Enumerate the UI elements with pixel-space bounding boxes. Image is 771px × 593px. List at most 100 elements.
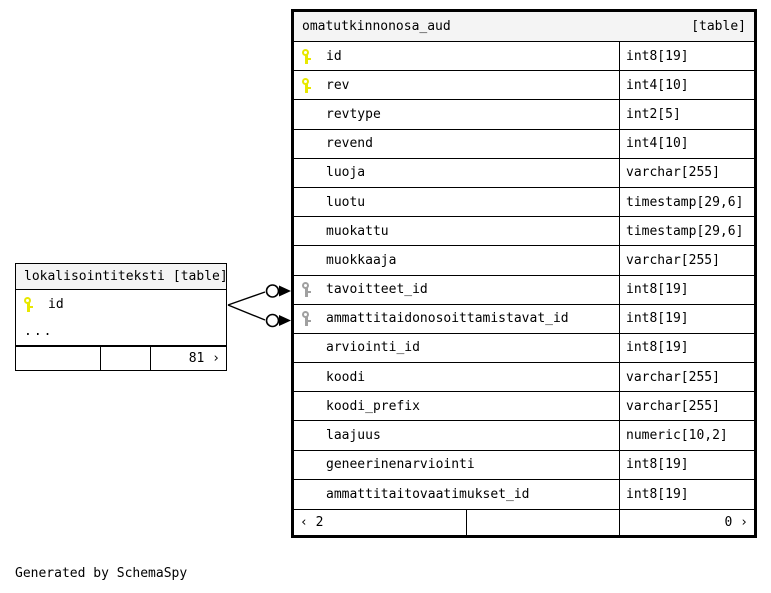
column-name: koodi_prefix (326, 398, 420, 414)
column-name: rev (326, 77, 350, 93)
column-name-cell: luoja (294, 159, 619, 187)
column-type: int8[19] (619, 479, 754, 509)
column-name: luoja (326, 165, 366, 181)
column-name: id (48, 296, 64, 312)
cardinality-circle-ammattitaidonosoittamistavat (265, 313, 280, 328)
column-type: varchar[255] (619, 392, 754, 421)
primary-key-icon (24, 296, 33, 312)
table-card-lokalisointiteksti[interactable]: lokalisointiteksti [table] id ... 81 › (15, 263, 228, 371)
column-name-cell: rev (294, 71, 619, 99)
relationship-edge-ammattitaidonosoittamistavat (227, 304, 266, 321)
column-list: id (16, 290, 226, 318)
column-name: ammattitaidonosoittamistavat_id (326, 311, 569, 327)
column-name-cell: id (16, 290, 226, 318)
column-name-cell: luotu (294, 188, 619, 216)
table-kind-label: [table] (172, 269, 228, 284)
column-name-cell: laajuus (294, 421, 619, 449)
column-name: geneerinenarviointi (326, 457, 475, 473)
column-name-cell: revtype (294, 100, 619, 128)
column-name-cell: koodi (294, 363, 619, 391)
table-kind-label: [table] (691, 19, 746, 34)
table-name: omatutkinnonosa_aud (302, 19, 451, 34)
foreign-key-slot (302, 282, 320, 298)
column-row-ellipsis: ... (16, 318, 226, 346)
column-type: varchar[255] (619, 363, 754, 392)
column-name: laajuus (326, 428, 381, 444)
column-row[interactable]: luoja varchar[255] (294, 158, 754, 188)
column-type: int8[19] (619, 304, 754, 333)
column-name: ammattitaitovaatimukset_id (326, 486, 530, 502)
foreign-key-icon (302, 311, 311, 327)
column-row[interactable]: ammattitaidonosoittamistavat_id int8[19] (294, 304, 754, 334)
column-name: id (326, 48, 342, 64)
column-type: varchar[255] (619, 246, 754, 275)
column-name-cell: arviointi_id (294, 334, 619, 362)
footer-middle-cell (100, 347, 150, 370)
footer-child-count[interactable]: 0 › (619, 510, 754, 535)
column-type: int4[10] (619, 71, 754, 100)
column-name: tavoitteet_id (326, 282, 428, 298)
column-type: int8[19] (619, 450, 754, 479)
column-name-cell: ammattitaidonosoittamistavat_id (294, 305, 619, 333)
foreign-key-icon (302, 282, 311, 298)
column-row[interactable]: revtype int2[5] (294, 100, 754, 130)
column-row[interactable]: geneerinenarviointi int8[19] (294, 450, 754, 480)
column-type: timestamp[29,6] (619, 217, 754, 246)
column-type: numeric[10,2] (619, 421, 754, 450)
table-name: lokalisointiteksti (24, 269, 165, 284)
more-columns-ellipsis: ... (24, 324, 54, 339)
column-name: muokkaaja (326, 252, 397, 268)
column-type: int2[5] (619, 100, 754, 129)
column-name: luotu (326, 194, 366, 210)
column-name-cell: koodi_prefix (294, 392, 619, 420)
column-row[interactable]: id int8[19] (294, 42, 754, 72)
primary-key-icon (302, 77, 311, 93)
column-type: varchar[255] (619, 158, 754, 187)
primary-key-slot (24, 296, 42, 312)
column-type: int8[19] (619, 275, 754, 304)
footer-parent-count[interactable] (16, 347, 100, 370)
table-title-omatutkinnonosa-aud: omatutkinnonosa_aud [table] (294, 12, 754, 42)
column-row[interactable]: rev int4[10] (294, 71, 754, 101)
column-name-cell: muokattu (294, 217, 619, 245)
column-row[interactable]: tavoitteet_id int8[19] (294, 275, 754, 305)
table-footer-lokalisointiteksti: 81 › (16, 346, 226, 370)
column-name: koodi (326, 369, 366, 385)
column-name-cell: ammattitaitovaatimukset_id (294, 480, 619, 509)
column-type: int8[19] (619, 333, 754, 363)
arrowhead-ammattitaidonosoittamistavat (279, 315, 291, 326)
column-row[interactable]: koodi varchar[255] (294, 363, 754, 393)
primary-key-slot (302, 77, 320, 93)
cardinality-circle-tavoitteet (265, 284, 280, 298)
column-name-cell: id (294, 42, 619, 70)
column-name-cell: geneerinenarviointi (294, 451, 619, 479)
column-row[interactable]: koodi_prefix varchar[255] (294, 392, 754, 422)
column-name-cell: tavoitteet_id (294, 276, 619, 304)
column-row[interactable]: laajuus numeric[10,2] (294, 421, 754, 451)
primary-key-icon (302, 48, 311, 64)
column-row[interactable]: muokkaaja varchar[255] (294, 246, 754, 276)
column-type: timestamp[29,6] (619, 187, 754, 217)
column-row[interactable]: id (16, 290, 226, 318)
column-type: int8[19] (619, 42, 754, 71)
generated-by-caption: Generated by SchemaSpy (15, 566, 188, 581)
relationship-edge-tavoitteet (227, 291, 266, 306)
footer-parent-count[interactable]: ‹ 2 (300, 515, 324, 530)
footer-child-count[interactable]: 81 › (150, 347, 226, 370)
column-type: int4[10] (619, 129, 754, 158)
column-row[interactable]: ammattitaitovaatimukset_id int8[19] (294, 479, 754, 509)
column-name-cell: muokkaaja (294, 246, 619, 274)
table-title-lokalisointiteksti: lokalisointiteksti [table] (16, 264, 228, 290)
column-name: revend (326, 136, 373, 152)
footer-middle-cell (466, 510, 619, 535)
primary-key-slot (302, 48, 320, 64)
arrowhead-tavoitteet (279, 285, 291, 297)
column-name: revtype (326, 106, 381, 122)
column-row[interactable]: revend int4[10] (294, 129, 754, 159)
column-row[interactable]: luotu timestamp[29,6] (294, 187, 754, 218)
column-name-cell: revend (294, 130, 619, 158)
